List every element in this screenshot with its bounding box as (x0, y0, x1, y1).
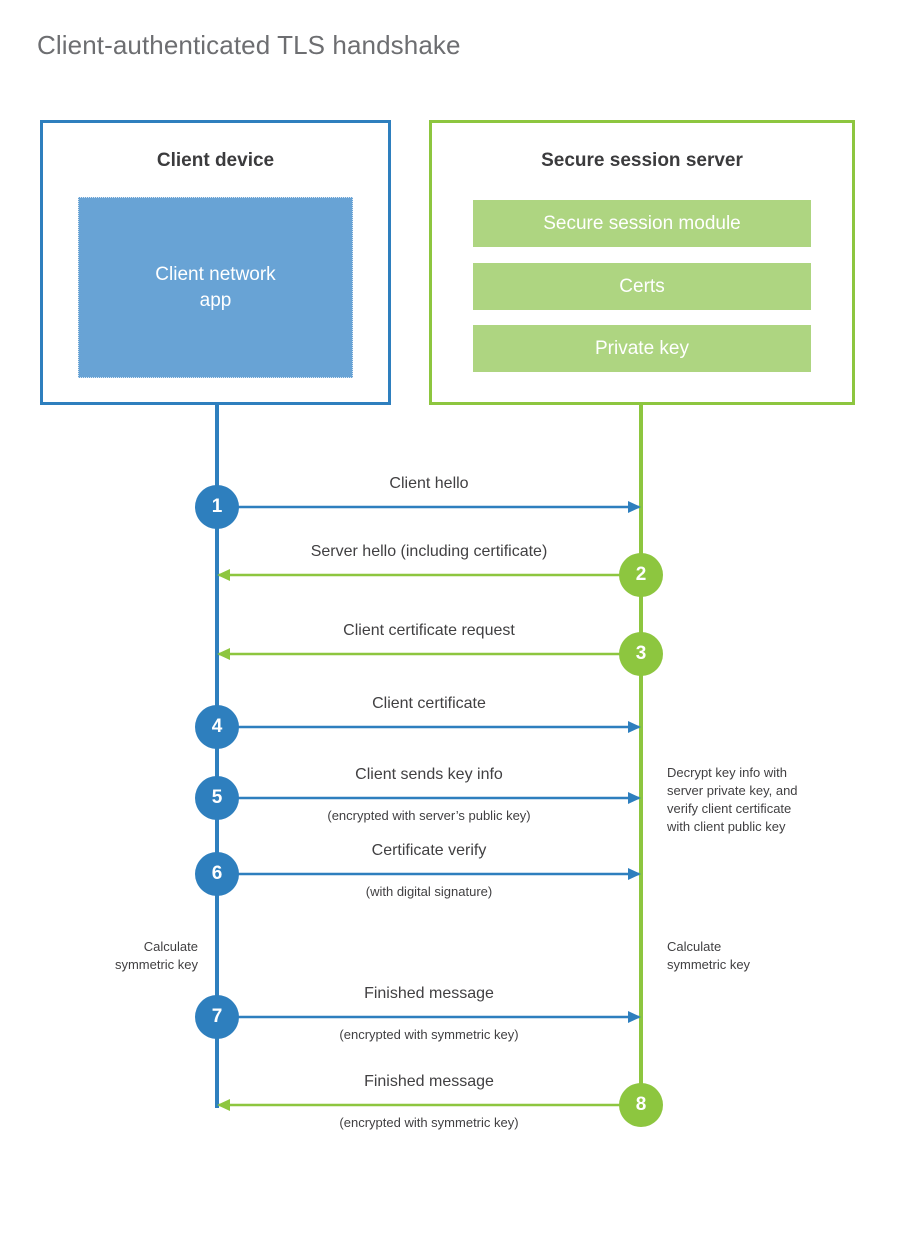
message-sublabel: (with digital signature) (365, 884, 493, 899)
client-device-box: Client device Client network app (40, 120, 391, 405)
arrow-right-icon (217, 501, 641, 513)
step-badge-8[interactable]: 8 (619, 1083, 663, 1127)
server-lifeline (639, 405, 643, 1108)
side-annotation: Calculate symmetric key (114, 939, 198, 972)
message-label: Server hello (including certificate) (310, 543, 548, 560)
arrow-right-icon (217, 721, 641, 733)
secure-session-server-title: Secure session server (541, 150, 743, 171)
message-label: Client certificate request (343, 622, 515, 639)
message-label: Client certificate (372, 695, 486, 712)
server-module-label: Private key (595, 337, 689, 359)
client-lifeline (215, 405, 219, 1108)
message-sublabel: (encrypted with server’s public key) (327, 808, 531, 823)
step-badge-4[interactable]: 4 (195, 705, 239, 749)
client-network-app-label: Client network app (155, 264, 276, 311)
step-badge-3[interactable]: 3 (619, 632, 663, 676)
server-module-private-key: Private key (473, 325, 811, 372)
server-module-certs: Certs (473, 263, 811, 310)
arrow-right-icon (217, 868, 641, 880)
message-label: Client hello (389, 475, 469, 492)
side-annotation: Calculate symmetric key (667, 939, 751, 972)
server-module-label: Certs (619, 275, 665, 297)
message-label: Finished message (364, 1073, 494, 1090)
arrow-left-icon (217, 569, 641, 581)
arrow-left-icon (217, 648, 641, 660)
step-badge-7[interactable]: 7 (195, 995, 239, 1039)
step-badge-5[interactable]: 5 (195, 776, 239, 820)
message-label: Certificate verify (371, 842, 487, 859)
message-sublabel: (encrypted with symmetric key) (339, 1115, 519, 1130)
step-badge-2[interactable]: 2 (619, 553, 663, 597)
secure-session-server-box: Secure session server Secure session mod… (429, 120, 855, 405)
message-label: Client sends key info (355, 766, 503, 783)
page-title: Client-authenticated TLS handshake (37, 30, 461, 60)
client-network-app-block: Client network app (78, 197, 353, 378)
message-sublabel: (encrypted with symmetric key) (339, 1027, 519, 1042)
server-module-secure-session-module: Secure session module (473, 200, 811, 247)
arrow-left-icon (217, 1099, 641, 1111)
arrow-right-icon (217, 1011, 641, 1023)
client-device-title: Client device (156, 150, 275, 171)
server-module-label: Secure session module (543, 212, 741, 234)
side-annotation: Decrypt key info with server private key… (667, 765, 798, 834)
step-badge-6[interactable]: 6 (195, 852, 239, 896)
step-badge-1[interactable]: 1 (195, 485, 239, 529)
arrow-right-icon (217, 792, 641, 804)
message-label: Finished message (364, 985, 494, 1002)
